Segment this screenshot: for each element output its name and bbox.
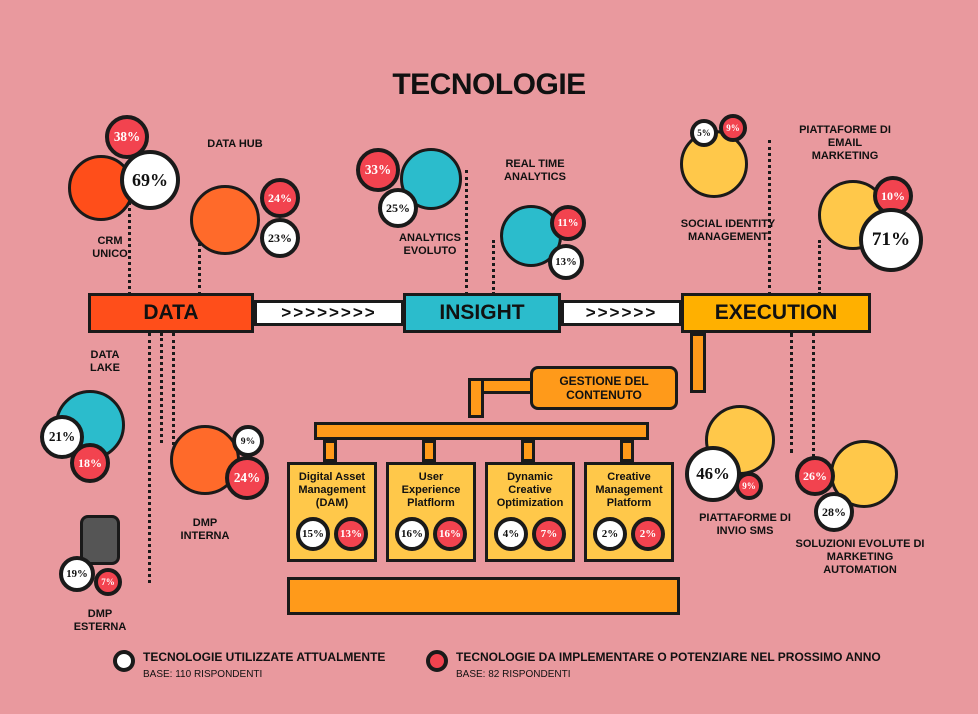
current-usage: 15% xyxy=(296,517,330,551)
connector xyxy=(818,240,821,295)
label-dmpint: DMP INTERNA xyxy=(180,517,230,542)
pipe xyxy=(690,333,706,393)
planned-usage-analytics: 33% xyxy=(356,148,400,192)
connector xyxy=(492,240,495,295)
pipe xyxy=(323,440,337,462)
content-box-label: Dynamic Creative Optimization xyxy=(496,471,564,509)
connector xyxy=(465,170,468,295)
label-lake: DATA LAKE xyxy=(90,349,120,374)
connector xyxy=(160,333,163,443)
current-usage-analytics: 25% xyxy=(378,188,418,228)
content-management-pipe: GESTIONE DEL CONTENUTO xyxy=(530,366,678,410)
connector xyxy=(198,230,201,295)
content-box: User Experience Platflorm 16% 16% xyxy=(386,462,476,562)
label-crm: CRM UNICO xyxy=(92,235,128,260)
planned-usage-dmpint: 24% xyxy=(225,456,269,500)
label-realtime: REAL TIME ANALYTICS xyxy=(504,158,566,183)
current-usage-hub: 23% xyxy=(260,218,300,258)
planned-usage: 7% xyxy=(532,517,566,551)
content-box: Digital Asset Management (DAM) 15% 13% xyxy=(287,462,377,562)
stage-insight: INSIGHT xyxy=(403,293,561,333)
connector xyxy=(812,333,815,463)
pipe xyxy=(521,440,535,462)
legend-label: TECNOLOGIE UTILIZZATE ATTUALMENTE xyxy=(143,650,386,664)
arrow-chevrons: >>>>>>>> xyxy=(254,300,404,326)
database-arrow-icon xyxy=(80,515,120,565)
current-usage-dmpint: 9% xyxy=(232,425,264,457)
content-box-label: User Experience Platflorm xyxy=(401,471,461,509)
content-box-label: Creative Management Platform xyxy=(595,471,663,509)
legend-red-dot xyxy=(426,650,448,672)
legend-future: TECNOLOGIE DA IMPLEMENTARE O POTENZIARE … xyxy=(426,650,881,682)
label-sms: PIATTAFORME DI INVIO SMS xyxy=(699,512,791,537)
connector xyxy=(148,333,151,583)
planned-usage-realtime: 11% xyxy=(550,205,586,241)
current-usage-lake: 21% xyxy=(40,415,84,459)
pipe xyxy=(620,440,634,462)
gear-machine-icon xyxy=(190,185,260,255)
label-email: PIATTAFORME DI EMAIL MARKETING xyxy=(799,124,891,162)
current-usage-automation: 28% xyxy=(814,492,854,532)
content-base xyxy=(287,577,680,615)
connector xyxy=(768,140,771,295)
planned-usage: 2% xyxy=(631,517,665,551)
planned-usage: 13% xyxy=(334,517,368,551)
current-usage: 16% xyxy=(395,517,429,551)
planned-usage: 16% xyxy=(433,517,467,551)
current-usage-crm: 69% xyxy=(120,150,180,210)
legend-current: TECNOLOGIE UTILIZZATE ATTUALMENTE BASE: 1… xyxy=(113,650,385,682)
stage-data: DATA xyxy=(88,293,254,333)
label-analytics: ANALYTICS EVOLUTO xyxy=(399,232,461,257)
planned-usage-automation: 26% xyxy=(795,456,835,496)
content-box-label: Digital Asset Management (DAM) xyxy=(298,471,366,509)
legend-base: BASE: 82 RISPONDENTI xyxy=(456,669,571,680)
current-usage-social: 5% xyxy=(690,119,718,147)
content-box: Dynamic Creative Optimization 4% 7% xyxy=(485,462,575,562)
content-box: Creative Management Platform 2% 2% xyxy=(584,462,674,562)
label-social: SOCIAL IDENTITY MANAGEMENT xyxy=(680,218,776,243)
current-usage: 2% xyxy=(593,517,627,551)
current-usage: 4% xyxy=(494,517,528,551)
current-usage-sms: 46% xyxy=(685,446,741,502)
label-hub: DATA HUB xyxy=(207,138,263,150)
label-automation: SOLUZIONI EVOLUTE DI MARKETING AUTOMATIO… xyxy=(795,538,925,576)
label-dmpext: DMP ESTERNA xyxy=(73,608,127,633)
legend-white-dot xyxy=(113,650,135,672)
planned-usage-hub: 24% xyxy=(260,178,300,218)
page-title: TECNOLOGIE xyxy=(392,68,586,101)
pipe xyxy=(314,422,649,440)
legend-base: BASE: 110 RISPONDENTI xyxy=(143,669,263,680)
planned-usage-social: 9% xyxy=(719,114,747,142)
current-usage-realtime: 13% xyxy=(548,244,584,280)
connector xyxy=(172,333,175,463)
connector xyxy=(790,333,793,453)
pipe xyxy=(422,440,436,462)
current-usage-email: 71% xyxy=(859,208,923,272)
current-usage-dmpext: 19% xyxy=(59,556,95,592)
pipe xyxy=(468,378,484,418)
legend-label: TECNOLOGIE DA IMPLEMENTARE O POTENZIARE … xyxy=(456,650,881,664)
planned-usage-dmpext: 7% xyxy=(94,568,122,596)
stage-execution: EXECUTION xyxy=(681,293,871,333)
arrow-chevrons: >>>>>> xyxy=(561,300,682,326)
connector xyxy=(128,160,131,295)
